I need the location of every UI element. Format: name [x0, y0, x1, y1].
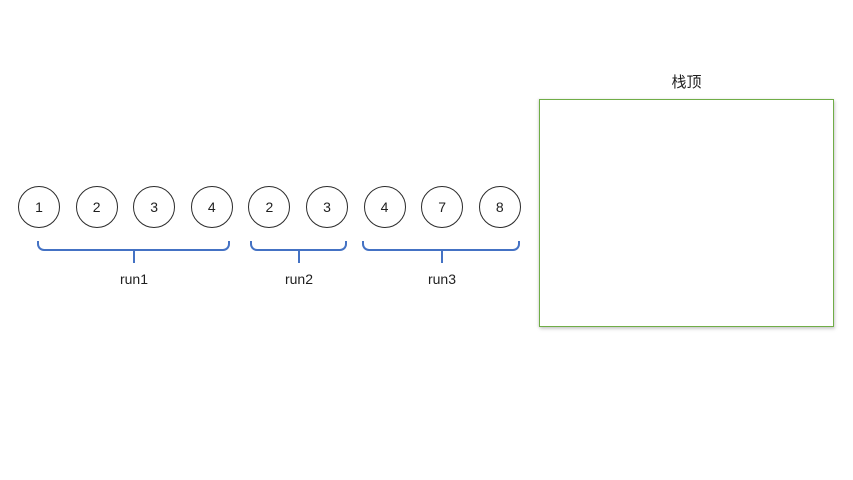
sequence-circle: 7 — [421, 186, 464, 228]
run1-label: run1 — [119, 271, 149, 287]
sequence-circle: 2 — [75, 186, 118, 228]
sequence-circle: 8 — [478, 186, 521, 228]
run1-brace-stem — [133, 250, 135, 263]
run2-label: run2 — [284, 271, 314, 287]
sequence-circle: 3 — [305, 186, 348, 228]
run3-label: run3 — [427, 271, 457, 287]
sequence-circle: 2 — [248, 186, 291, 228]
run3-brace-stem — [441, 250, 443, 263]
sequence-circle: 4 — [190, 186, 233, 228]
sequence-circle: 4 — [363, 186, 406, 228]
stack-top-label: 栈顶 — [671, 74, 702, 91]
stack-box — [539, 99, 834, 327]
sequence-row: 1 2 3 4 2 3 4 7 8 — [18, 186, 521, 228]
sequence-circle: 3 — [133, 186, 176, 228]
sequence-circle: 1 — [18, 186, 60, 228]
run2-brace-stem — [298, 250, 300, 263]
